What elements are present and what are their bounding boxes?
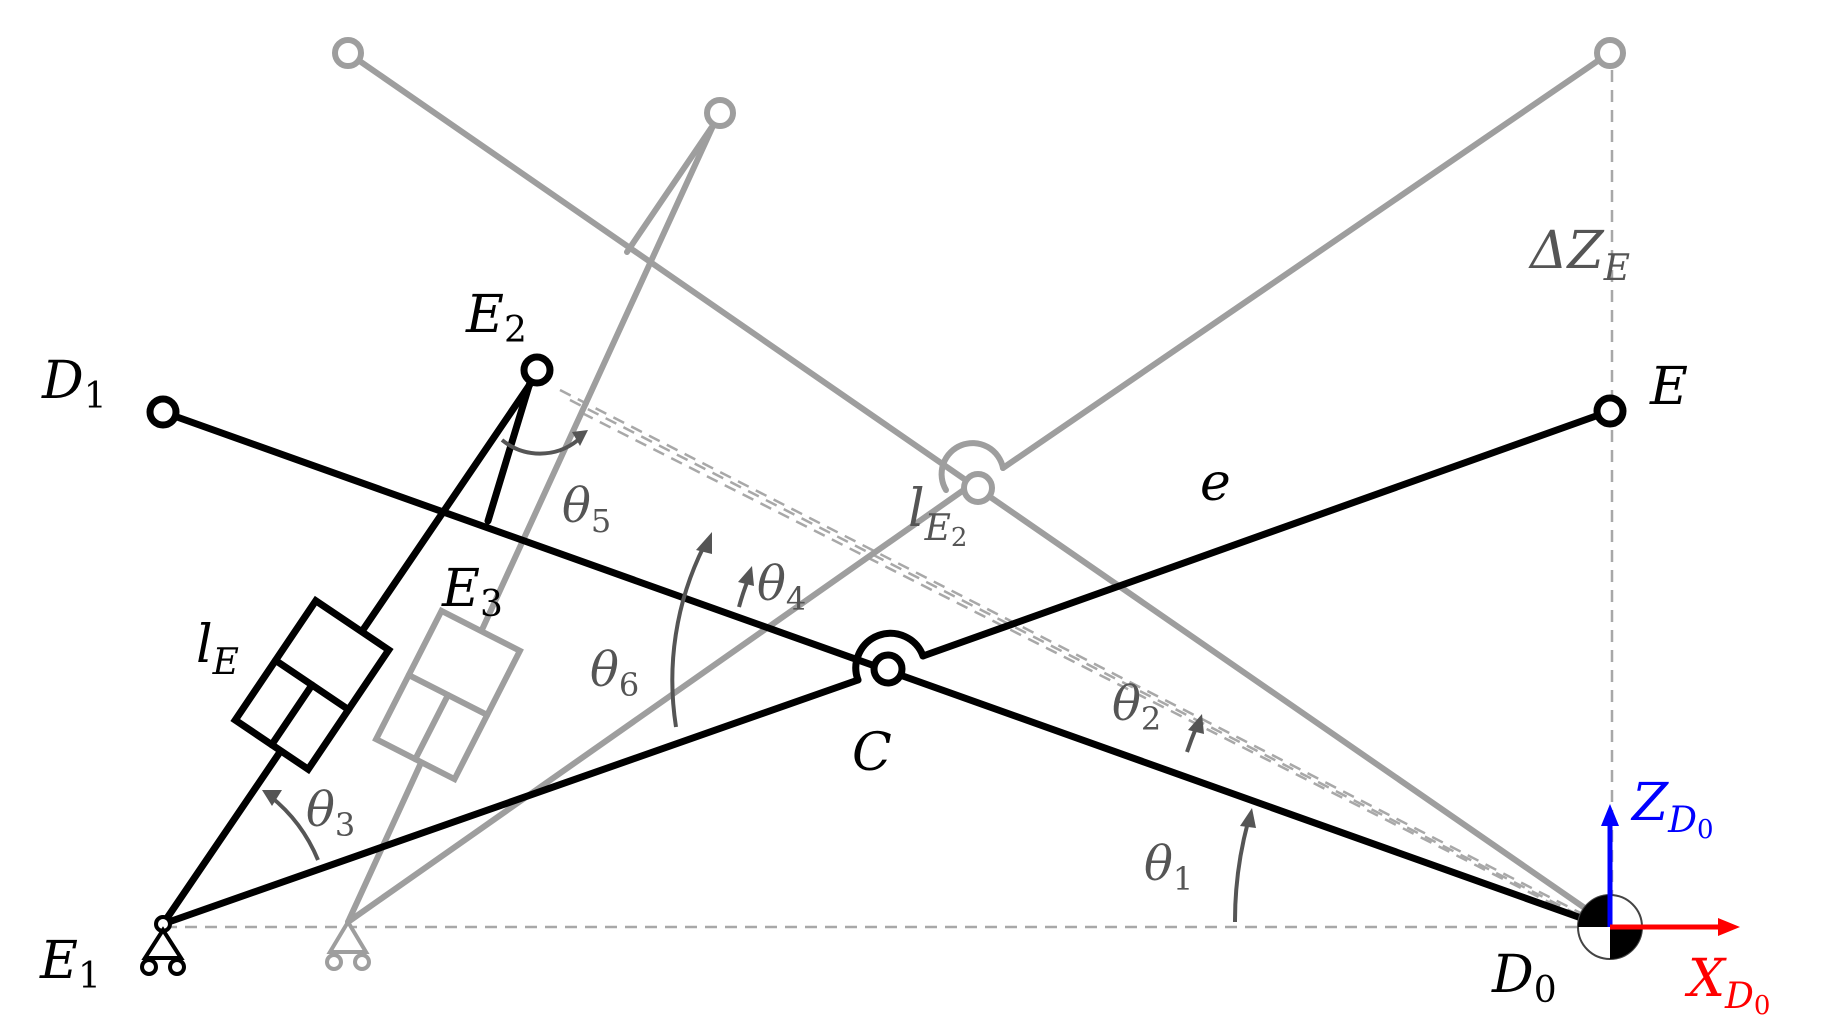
label-E2: E2 bbox=[465, 285, 527, 351]
label-C: C bbox=[852, 723, 892, 783]
ghost-actuator-rod bbox=[345, 112, 721, 925]
active-configuration bbox=[140, 353, 1627, 976]
label-lE: lE bbox=[196, 615, 239, 683]
center-pin-C bbox=[870, 651, 906, 687]
ghost-center-joint bbox=[938, 440, 1006, 493]
label-theta6: θ6 bbox=[590, 642, 639, 704]
ghost-center-pin bbox=[961, 471, 995, 505]
D0-frame bbox=[1577, 804, 1740, 960]
dashed-line-3 bbox=[581, 411, 1597, 928]
label-D1: D1 bbox=[41, 351, 107, 417]
ground-support bbox=[140, 915, 186, 976]
ghost-node-top-left bbox=[332, 37, 364, 69]
theta3-arrowhead bbox=[262, 790, 282, 806]
angle-labels: θ1 θ2 θ3 θ4 θ5 θ6 bbox=[306, 478, 1193, 898]
theta4-arrowhead bbox=[738, 566, 754, 586]
theta6-arrowhead bbox=[696, 532, 712, 554]
label-e: e bbox=[1200, 453, 1231, 513]
label-ZD0: ZD0 bbox=[1630, 773, 1714, 845]
label-theta3: θ3 bbox=[306, 782, 355, 844]
D0-frame-quadrant-1 bbox=[1578, 895, 1610, 927]
ghost-node-top-mid bbox=[704, 97, 736, 129]
label-lE2: lE2 bbox=[908, 479, 967, 553]
center-joint-arc bbox=[852, 629, 927, 684]
link-E2-E3 bbox=[484, 372, 536, 525]
ghost-actuator bbox=[372, 606, 524, 784]
theta5-arrowhead bbox=[572, 430, 588, 446]
label-theta2: θ2 bbox=[1112, 676, 1161, 738]
ghost-link-top-short bbox=[624, 115, 721, 255]
label-E: E bbox=[1649, 357, 1688, 417]
theta6-arc bbox=[670, 545, 706, 728]
ghost-configuration bbox=[325, 37, 1626, 971]
ghost-link-top-right bbox=[1000, 55, 1605, 471]
dashed-line-1 bbox=[559, 388, 1601, 925]
dashed-line-2 bbox=[569, 398, 1599, 927]
point-labels: D1 E2 E3 E1 E C D0 e lE bbox=[39, 285, 1688, 1011]
ghost-labels: lE2 ΔZE bbox=[908, 221, 1630, 553]
ghost-ground-support bbox=[325, 918, 371, 971]
node-E2 bbox=[520, 353, 554, 387]
reference-lines bbox=[165, 70, 1614, 929]
label-deltaZE: ΔZE bbox=[1528, 221, 1630, 289]
label-E3: E3 bbox=[441, 559, 503, 625]
label-theta4: θ4 bbox=[757, 556, 806, 618]
label-theta5: θ5 bbox=[562, 478, 611, 540]
theta2-arrowhead bbox=[1188, 714, 1204, 734]
axis-labels: ZD0 XD0 bbox=[1630, 773, 1770, 1021]
x-axis-arrowhead bbox=[1718, 918, 1740, 936]
theta1-arc bbox=[1232, 821, 1250, 923]
actuator bbox=[230, 595, 394, 775]
node-E bbox=[1593, 394, 1627, 428]
angle-arcs bbox=[262, 430, 1256, 923]
label-E1: E1 bbox=[39, 931, 101, 997]
label-XD0: XD0 bbox=[1684, 949, 1770, 1021]
ghost-link-lower bbox=[345, 484, 971, 925]
z-axis-arrowhead bbox=[1601, 804, 1619, 826]
D0-frame-quadrant-2 bbox=[1610, 927, 1642, 959]
theta1-arrowhead bbox=[1240, 808, 1256, 828]
theta5-arc bbox=[500, 438, 580, 456]
ghost-node-top-right bbox=[1594, 37, 1626, 69]
label-D0: D0 bbox=[1491, 945, 1557, 1011]
label-theta1: θ1 bbox=[1144, 836, 1193, 898]
link-E1-C bbox=[159, 676, 862, 928]
link-C-E bbox=[919, 407, 1614, 660]
node-D1 bbox=[146, 395, 180, 429]
